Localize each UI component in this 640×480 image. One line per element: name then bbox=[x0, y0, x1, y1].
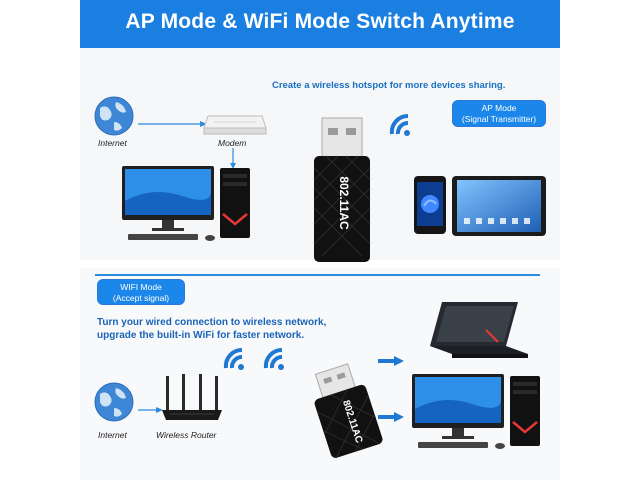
wifi-mode-subtitle: (Accept signal) bbox=[112, 293, 170, 303]
wifi-mode-badge: WIFI Mode (Accept signal) bbox=[97, 279, 185, 305]
usb-wifi-adapter-icon bbox=[314, 363, 383, 459]
header-banner: AP Mode & WiFi Mode Switch Anytime bbox=[80, 0, 560, 48]
top-adapter-label: 802.11AC bbox=[337, 176, 351, 230]
top-internet-label: Internet bbox=[98, 138, 127, 148]
ap-mode-title: AP Mode bbox=[481, 103, 517, 113]
arrow-icon bbox=[138, 407, 163, 413]
smartphone-icon bbox=[414, 176, 446, 234]
modem-label: Modem bbox=[218, 138, 247, 148]
tablet-icon bbox=[452, 176, 546, 236]
arrow-down-icon bbox=[230, 148, 236, 169]
bottom-internet-label: Internet bbox=[98, 430, 127, 440]
wifi-mode-caption-line1: Turn your wired connection to wireless n… bbox=[97, 317, 327, 328]
header-title: AP Mode & WiFi Mode Switch Anytime bbox=[125, 10, 515, 33]
wifi-signal-icon bbox=[263, 347, 284, 370]
router-label: Wireless Router bbox=[156, 430, 217, 440]
desktop-computer-icon bbox=[122, 166, 250, 241]
wifi-mode-caption-line2: upgrade the built-in WiFi for faster net… bbox=[97, 330, 305, 341]
arrow-icon bbox=[378, 412, 404, 422]
ap-mode-subtitle: (Signal Transmitter) bbox=[461, 114, 537, 124]
wireless-router-icon bbox=[162, 374, 222, 420]
wifi-signal-icon bbox=[223, 347, 244, 370]
globe-icon bbox=[94, 382, 134, 422]
section-divider bbox=[95, 274, 540, 276]
usb-wifi-adapter-icon bbox=[313, 117, 371, 262]
globe-icon bbox=[94, 96, 134, 136]
ap-mode-badge: AP Mode (Signal Transmitter) bbox=[452, 100, 546, 127]
arrow-icon bbox=[378, 356, 404, 366]
ap-mode-caption: Create a wireless hotspot for more devic… bbox=[272, 80, 506, 91]
laptop-icon bbox=[430, 302, 528, 358]
modem-icon bbox=[203, 115, 267, 135]
wifi-mode-caption: Turn your wired connection to wireless n… bbox=[97, 316, 326, 342]
wifi-mode-title: WIFI Mode bbox=[120, 282, 162, 292]
desktop-computer-icon bbox=[412, 374, 540, 449]
wifi-signal-icon bbox=[389, 113, 410, 136]
arrow-icon bbox=[138, 121, 207, 127]
